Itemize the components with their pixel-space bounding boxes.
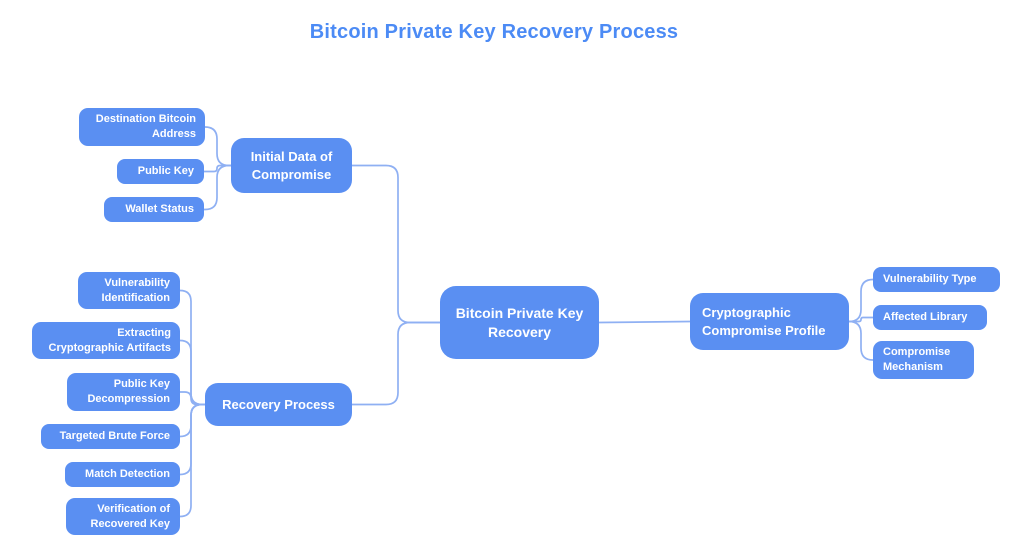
connector-initial-data-of-compromise--public-key (203, 164, 232, 173)
node-match-detection[interactable]: Match Detection (65, 462, 180, 487)
node-affected-library[interactable]: Affected Library (873, 305, 987, 330)
node-verification-of-recovered-key[interactable]: Verification of Recovered Key (66, 498, 180, 535)
node-public-key-decompression[interactable]: Public Key Decompression (67, 373, 180, 411)
node-extracting-cryptographic-artifacts[interactable]: Extracting Cryptographic Artifacts (32, 322, 180, 359)
connector-initial-data-of-compromise--wallet-status (203, 164, 232, 211)
connector-root--initial-data-of-compromise (351, 164, 441, 324)
connector-cryptographic-compromise-profile--affected-library (848, 316, 874, 323)
diagram-title: Bitcoin Private Key Recovery Process (309, 21, 679, 43)
node-vulnerability-identification[interactable]: Vulnerability Identification (78, 272, 180, 309)
connector-recovery-process--vulnerability-identification (179, 289, 206, 406)
connector-recovery-process--public-key-decompression (179, 391, 206, 406)
node-compromise-mechanism[interactable]: Compromise Mechanism (873, 341, 974, 379)
connector-cryptographic-compromise-profile--compromise-mechanism (848, 320, 874, 361)
connector-recovery-process--verification-of-recovered-key (179, 403, 206, 518)
connector-cryptographic-compromise-profile--vulnerability-type (848, 278, 874, 323)
connector-recovery-process--extracting-cryptographic-artifacts (179, 339, 206, 406)
connector-initial-data-of-compromise--destination-bitcoin-address (204, 126, 232, 167)
node-destination-bitcoin-address[interactable]: Destination Bitcoin Address (79, 108, 205, 146)
node-recovery-process[interactable]: Recovery Process (205, 383, 352, 426)
node-wallet-status[interactable]: Wallet Status (104, 197, 204, 222)
connector-recovery-process--match-detection (179, 403, 206, 476)
node-cryptographic-compromise-profile[interactable]: Cryptographic Compromise Profile (690, 293, 849, 350)
node-public-key[interactable]: Public Key (117, 159, 204, 184)
node-targeted-brute-force[interactable]: Targeted Brute Force (41, 424, 180, 449)
node-root[interactable]: Bitcoin Private Key Recovery (440, 286, 599, 359)
node-vulnerability-type[interactable]: Vulnerability Type (873, 267, 1000, 292)
connector-root--recovery-process (351, 321, 441, 406)
connector-root--cryptographic-compromise-profile (598, 320, 691, 324)
node-initial-data-of-compromise[interactable]: Initial Data of Compromise (231, 138, 352, 193)
